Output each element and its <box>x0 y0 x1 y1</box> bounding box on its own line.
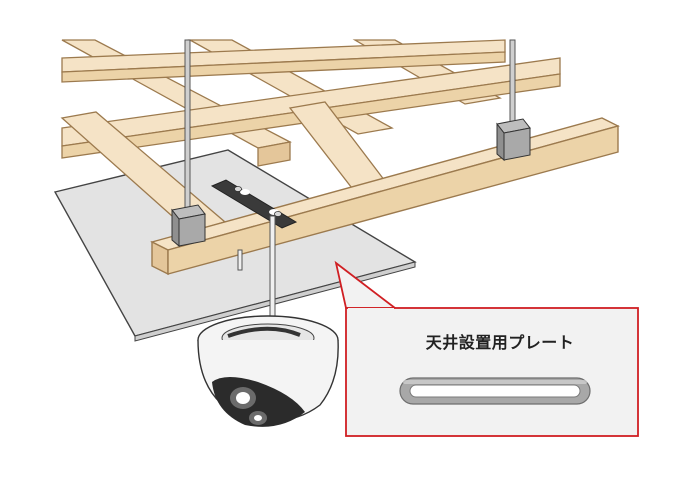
hanging-rod-right <box>510 40 515 130</box>
rod-clamp-right <box>497 119 530 160</box>
hanging-rod-left <box>185 40 190 215</box>
anchor-bolt-short <box>238 250 242 270</box>
dome-camera-icon <box>198 316 338 427</box>
ceiling-mount-plate-closeup-icon <box>400 378 590 404</box>
rod-clamp-left <box>172 205 205 246</box>
callout-label-ceiling-mount-plate: 天井設置用プレート <box>380 329 620 353</box>
